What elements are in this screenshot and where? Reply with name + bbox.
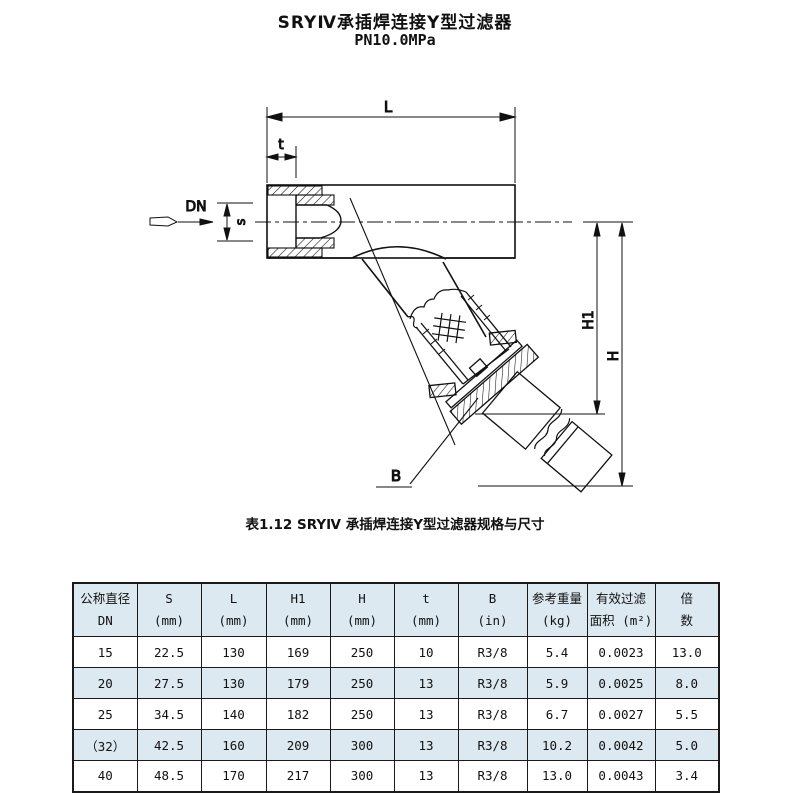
branch-outline	[267, 246, 515, 338]
strainer-technical-drawing: L t DN s H1 H B	[149, 98, 633, 493]
col-header-t: t(mm)	[393, 582, 459, 637]
dim-label-B: B	[391, 467, 401, 485]
cover-flange	[428, 329, 540, 426]
dim-label-DN: DN	[185, 199, 206, 215]
dim-label-t: t	[278, 137, 284, 153]
dimension-H: H	[478, 222, 633, 487]
dimension-L: L	[265, 98, 517, 183]
dimension-t: t	[265, 137, 298, 178]
col-header-h1: H1(mm)	[265, 582, 331, 637]
page-title: SRYⅣ承插焊连接Y型过滤器	[277, 13, 513, 33]
mesh-symbol	[431, 312, 467, 344]
col-header-b: B(in)	[457, 582, 528, 637]
col-header-ratio: 倍数	[654, 582, 720, 637]
drain-plug	[481, 370, 613, 493]
table-caption: 表1.12 SRYⅣ 承插焊连接Y型过滤器规格与尺寸	[245, 517, 545, 533]
col-header-area: 有效过滤面积 (m²)	[586, 582, 656, 637]
dim-label-H1: H1	[581, 310, 597, 329]
dim-label-H: H	[606, 351, 622, 362]
page-subtitle: PN10.0MPa	[354, 31, 436, 49]
col-header-s: S(mm)	[136, 582, 202, 637]
dimension-DN: DN	[149, 199, 214, 227]
dim-label-s: s	[234, 218, 249, 225]
dimension-H1: H1	[475, 221, 633, 415]
label-B: B	[376, 397, 479, 488]
col-header-weight: 参考重量(kg)	[526, 582, 588, 637]
col-header-l: L(mm)	[200, 582, 267, 637]
col-header-h: H(mm)	[329, 582, 395, 637]
dimension-s: s	[217, 202, 253, 242]
dim-label-L: L	[384, 98, 393, 116]
